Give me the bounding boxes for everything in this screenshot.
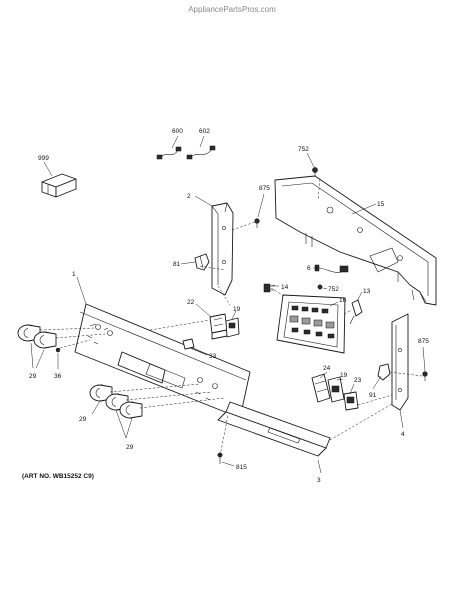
callout-4: 4: [401, 431, 405, 438]
part-6-sensor[interactable]: [314, 264, 349, 273]
callout-600: 600: [172, 128, 183, 135]
part-19-switch-right[interactable]: [327, 376, 345, 403]
callout-16: 16: [339, 297, 347, 304]
callout-15: 15: [377, 201, 385, 208]
part-29-knob-3[interactable]: [89, 384, 113, 402]
callout-6: 6: [307, 265, 311, 272]
callout-815: 815: [236, 464, 247, 471]
part-22-switch[interactable]: [209, 313, 228, 340]
callout-24: 24: [323, 365, 331, 372]
part-24-switch[interactable]: [311, 373, 331, 403]
part-16-control-board[interactable]: [276, 294, 346, 354]
part-815-screw[interactable]: [217, 452, 223, 464]
callout-875-right: 875: [418, 338, 429, 345]
callout-36: 36: [54, 373, 62, 380]
callout-19-right: 19: [340, 372, 348, 379]
callout-29-upper: 29: [29, 373, 37, 380]
callout-81: 81: [173, 261, 181, 268]
callout-752-mid: 752: [328, 286, 339, 293]
callout-752-top: 752: [298, 146, 309, 153]
part-600-wire[interactable]: [156, 146, 182, 160]
callout-2: 2: [187, 193, 191, 200]
callout-19-left: 19: [233, 306, 241, 313]
callout-999: 999: [38, 155, 49, 162]
callout-602: 602: [199, 128, 210, 135]
part-2-endcap-left[interactable]: [211, 202, 234, 296]
part-19-switch-left[interactable]: [225, 317, 240, 338]
part-15-shield[interactable]: [274, 175, 437, 306]
callout-23: 23: [354, 377, 362, 384]
watermark: AppliancePartsPros.com: [188, 5, 276, 14]
part-29-knob-2[interactable]: [33, 331, 57, 349]
part-875-screw-right[interactable]: [422, 371, 428, 381]
part-752-screw[interactable]: [312, 167, 318, 177]
callout-1: 1: [72, 271, 76, 278]
part-3-trim[interactable]: [217, 401, 331, 457]
part-29-knob-5[interactable]: [119, 401, 143, 419]
part-33-clip[interactable]: [182, 338, 195, 350]
part-999-package[interactable]: [41, 173, 77, 198]
art-number: (ART NO. WB15252 C9): [22, 473, 94, 480]
part-14-connector[interactable]: [263, 283, 276, 293]
callout-29-mid: 29: [79, 416, 87, 423]
part-752-screw-mid[interactable]: [317, 284, 323, 290]
part-13-bracket[interactable]: [349, 299, 363, 325]
part-1-control-panel[interactable]: [74, 303, 251, 419]
part-23-switch[interactable]: [343, 391, 359, 411]
callout-29-lower: 29: [126, 444, 134, 451]
part-602-wire[interactable]: [186, 145, 216, 160]
part-4-endcap-right[interactable]: [391, 313, 409, 411]
callout-33: 33: [209, 353, 217, 360]
callout-875-upper: 875: [259, 185, 270, 192]
callout-22: 22: [187, 299, 195, 306]
part-81-clip[interactable]: [194, 253, 210, 271]
callout-13: 13: [363, 288, 371, 295]
callout-14: 14: [281, 284, 289, 291]
part-875-screw-upper[interactable]: [254, 218, 260, 228]
callout-3: 3: [317, 477, 321, 484]
part-36-screw[interactable]: [55, 347, 61, 353]
callout-91: 91: [369, 392, 377, 399]
